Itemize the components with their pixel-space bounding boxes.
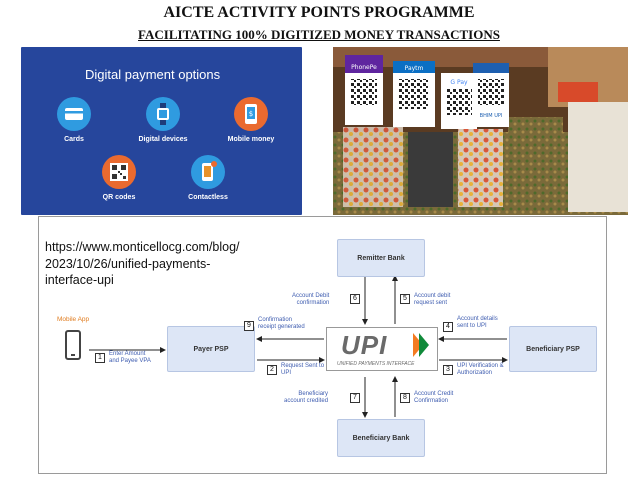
payment-option-qr-codes: QR codes (84, 155, 154, 201)
upi-arrow-mark (413, 333, 429, 357)
qr-payment-shop-photo: PhonePe Paytm G Pay BHIM UPI (333, 47, 628, 215)
upi-logo-text: UPI (341, 330, 388, 360)
upi-flow-diagram: https://www.monticellocg.com/blog/ 2023/… (38, 216, 607, 474)
svg-text:PhonePe: PhonePe (351, 64, 377, 71)
step-4-label: Account details sent to UPI (457, 316, 498, 329)
payment-option-label: Digital devices (138, 136, 188, 143)
step-5-label: Account debit request sent (414, 293, 451, 306)
step-3-label: UPI Verification & Authorization (457, 363, 504, 376)
step-7-label: Beneficiary account credited (284, 391, 329, 404)
beneficiary-psp-node: Beneficiary PSP (509, 326, 597, 372)
contactless-card-icon (191, 155, 225, 189)
upi-flow-arrows (89, 275, 508, 418)
upi-logo: UPI UNIFIED PAYMENTS INTERFACE (326, 327, 438, 371)
step-number: 8 (400, 393, 410, 403)
step-number: 5 (400, 294, 410, 304)
step-8-label: Account Credit Confirmation (414, 391, 454, 404)
mobile-app-label: Mobile App (57, 316, 90, 323)
qr-code-icon (102, 155, 136, 189)
payment-option-digital-devices: Digital devices (128, 97, 198, 143)
bhim-upi-qr-sign: BHIM UPI (473, 63, 509, 127)
payment-option-mobile-money: $ Mobile money (216, 97, 286, 143)
step-number: 4 (443, 322, 453, 332)
page-title: AICTE ACTIVITY POINTS PROGRAMME (163, 4, 475, 21)
step-1-label: Enter Amount and Payee VPA (109, 351, 151, 364)
step-number: 6 (350, 294, 360, 304)
mobile-money-icon: $ (234, 97, 268, 131)
digital-payment-title: Digital payment options (85, 67, 221, 82)
mobile-phone-icon (65, 330, 81, 360)
svg-text:G Pay: G Pay (450, 79, 468, 86)
payment-option-cards: Cards (39, 97, 109, 143)
step-6-label: Account Debit confirmation (292, 293, 330, 306)
phonepe-qr-sign: PhonePe (345, 55, 383, 125)
remitter-bank-node: Remitter Bank (337, 239, 425, 277)
payment-option-label: Mobile money (227, 136, 275, 143)
watch-icon (146, 97, 180, 131)
svg-text:BHIM UPI: BHIM UPI (480, 113, 503, 119)
payer-psp-node: Payer PSP (167, 326, 255, 372)
beneficiary-bank-node: Beneficiary Bank (337, 419, 425, 457)
paytm-qr-sign: Paytm (393, 61, 435, 127)
step-9-label: Confirmation receipt generated (258, 317, 305, 330)
step-number: 7 (350, 393, 360, 403)
step-number: 1 (95, 353, 105, 363)
digital-payment-options-panel: Digital payment options Cards Digital de… (21, 47, 302, 215)
payment-option-contactless: Contactless (173, 155, 243, 201)
card-icon (57, 97, 91, 131)
svg-text:Paytm: Paytm (405, 65, 424, 72)
step-2-label: Request Sent to UPI (281, 363, 325, 376)
page-subtitle: FACILITATING 100% DIGITIZED MONEY TRANSA… (138, 27, 500, 42)
svg-text:$: $ (249, 110, 253, 118)
gpay-qr-sign: G Pay (441, 73, 477, 129)
step-number: 9 (244, 321, 254, 331)
upi-tagline: UNIFIED PAYMENTS INTERFACE (337, 361, 415, 367)
payment-option-label: Contactless (188, 194, 228, 201)
step-number: 2 (267, 365, 277, 375)
step-number: 3 (443, 365, 453, 375)
payment-option-label: QR codes (102, 194, 136, 201)
payment-option-label: Cards (64, 136, 84, 143)
source-url-text: https://www.monticellocg.com/blog/ 2023/… (45, 240, 240, 287)
